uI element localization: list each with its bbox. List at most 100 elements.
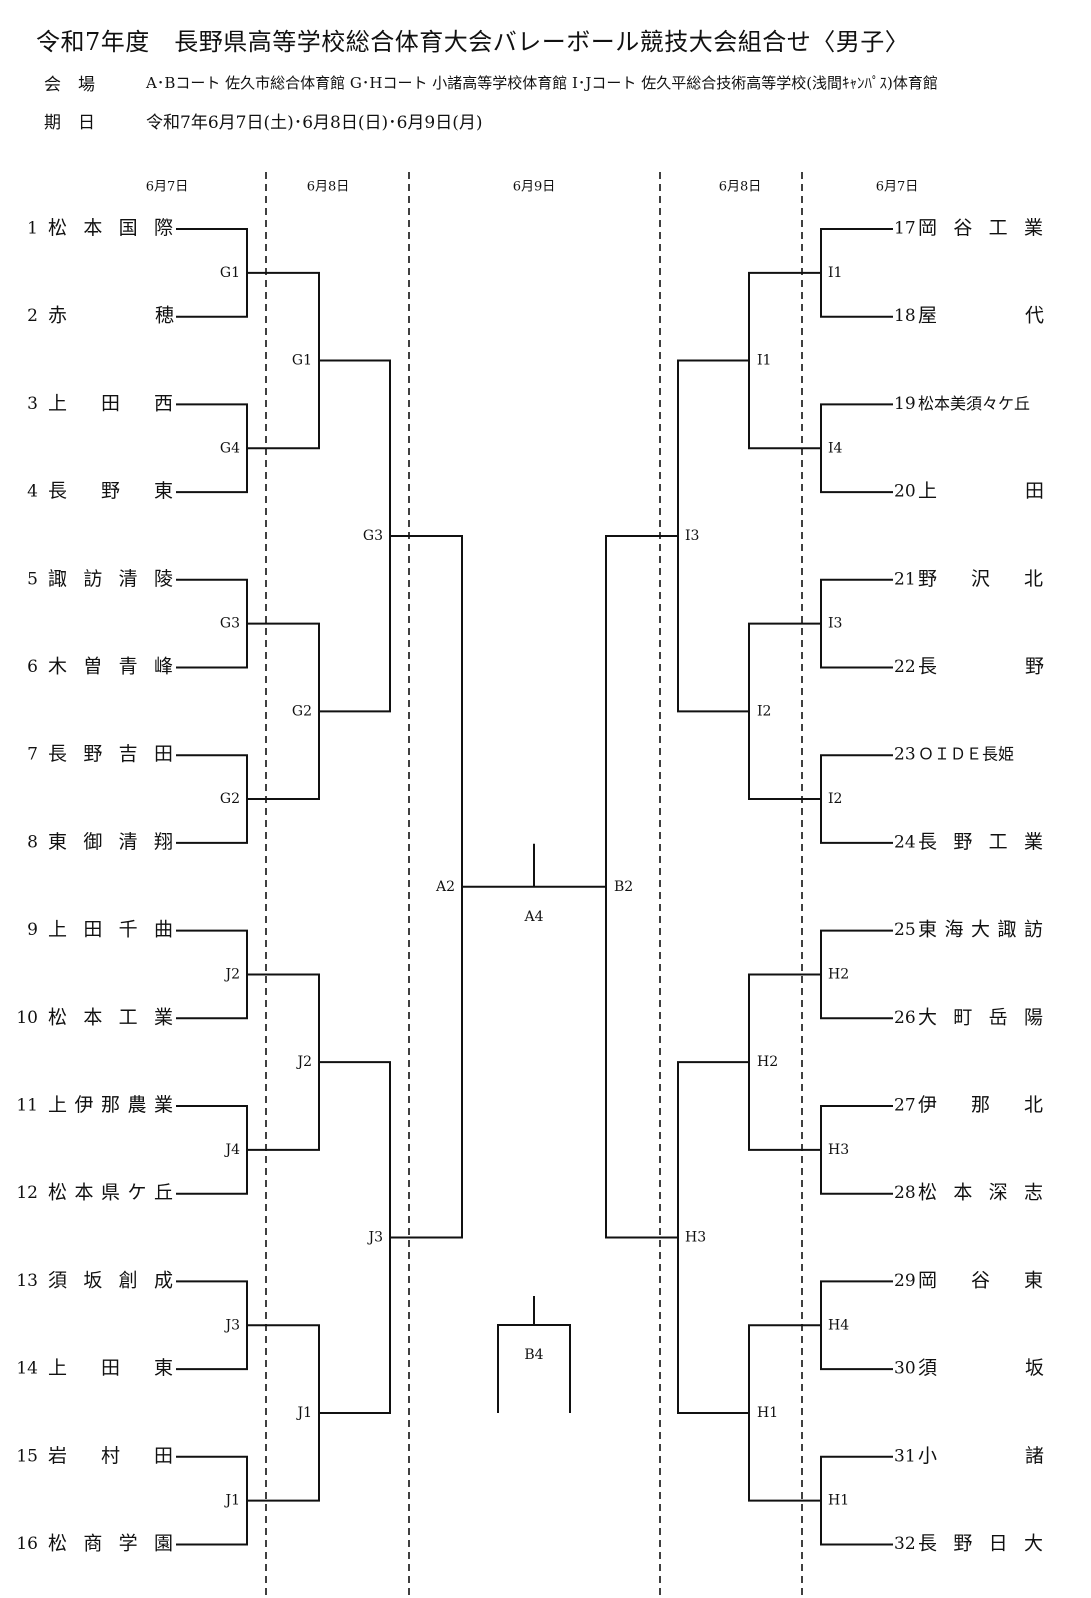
match-tag: I2 (757, 703, 771, 719)
team-name: 日 (989, 1533, 1008, 1555)
team-name: 吉 (119, 743, 138, 765)
team-number: 31 (894, 1446, 916, 1466)
match-tag: J3 (366, 1230, 383, 1246)
team-number: 18 (894, 306, 916, 326)
team-name: 工 (989, 831, 1008, 853)
team-number: 9 (27, 920, 38, 940)
team-name: 大 (971, 919, 990, 941)
team-number: 4 (27, 482, 38, 502)
team-name: 東 (154, 1357, 173, 1379)
team-number: 25 (894, 920, 916, 940)
team-name: 須 (48, 1269, 67, 1291)
match-tag: H1 (828, 1493, 849, 1509)
team-name: 谷 (971, 1269, 990, 1291)
team-name: 東 (48, 831, 67, 853)
team-name: 際 (154, 217, 173, 239)
team-number: 14 (16, 1359, 38, 1379)
team-number: 15 (16, 1446, 38, 1466)
team-name: 大 (918, 1006, 937, 1028)
team-name: 野 (953, 831, 972, 853)
match-tag: G1 (220, 265, 240, 281)
team-number: 21 (894, 569, 916, 589)
match-tag: I1 (757, 353, 771, 369)
team-name: 北 (1024, 568, 1043, 590)
match-tag: G2 (292, 703, 312, 719)
match-tag: A2 (435, 879, 455, 895)
team-name: 長 (918, 656, 937, 678)
team-name: 創 (119, 1269, 138, 1291)
match-tag: J4 (223, 1142, 240, 1158)
team-name: 西 (154, 392, 173, 414)
team-name: 諏 (48, 568, 67, 590)
team-name: 訪 (1024, 919, 1043, 941)
team-number: 30 (894, 1359, 916, 1379)
team-name: 坂 (1025, 1357, 1044, 1379)
team-name: 野 (918, 568, 937, 590)
team-name: 上 (48, 392, 67, 414)
team-name: 松 (48, 1006, 67, 1028)
match-tag: G2 (220, 791, 240, 807)
team-number: 20 (894, 482, 916, 502)
team-name: 業 (1024, 217, 1043, 239)
venue-value: A･Bコート 佐久市総合体育館 G･Hコート 小諸高等学校体育館 I･Jコート … (146, 74, 938, 92)
team-name: 松 (48, 1182, 67, 1204)
page-title: 令和7年度 長野県高等学校総合体育大会バレーボール競技大会組合せ〈男子〉 (36, 28, 910, 56)
team-number: 10 (16, 1008, 38, 1028)
team-name: 田 (83, 919, 102, 941)
match-tag: H2 (757, 1054, 778, 1070)
team-name: 木 (48, 656, 67, 678)
team-number: 5 (27, 569, 38, 589)
team-name: 屋 (918, 305, 937, 327)
team-number: 7 (27, 745, 38, 765)
team-name: 東 (918, 919, 937, 941)
team-number: 28 (894, 1183, 916, 1203)
team-number: 19 (894, 394, 916, 414)
team-name: 田 (154, 743, 173, 765)
team-name: 工 (119, 1006, 138, 1028)
team-number: 11 (16, 1096, 38, 1116)
team-number: 29 (894, 1271, 916, 1291)
match-tag: B2 (614, 879, 633, 895)
team-name: 千 (119, 919, 138, 941)
team-name: 青 (119, 656, 138, 678)
team-name: 野 (83, 743, 102, 765)
match-tag: I4 (828, 440, 843, 456)
final-tag: A4 (523, 909, 543, 925)
team-name: 陽 (1024, 1006, 1043, 1028)
team-name: 園 (154, 1533, 173, 1555)
team-name: 御 (83, 831, 102, 853)
match-tag: H4 (828, 1317, 849, 1333)
team-name: 那 (971, 1094, 990, 1116)
team-name: 業 (154, 1094, 173, 1116)
team-name: 学 (119, 1533, 138, 1555)
team-name: 那 (101, 1094, 120, 1116)
team-name: 松 (48, 217, 67, 239)
team-name: 小 (918, 1445, 937, 1467)
match-tag: J2 (295, 1054, 312, 1070)
team-number: 26 (894, 1008, 916, 1028)
team-number: 1 (27, 219, 38, 239)
team-name: 上 (48, 919, 67, 941)
team-name: 岳 (989, 1006, 1008, 1028)
team-name: 大 (1024, 1533, 1043, 1555)
team-name: 清 (119, 568, 138, 590)
team-name: 村 (101, 1445, 120, 1467)
day-header-center: 6月9日 (513, 180, 556, 195)
match-tag: J3 (223, 1317, 240, 1333)
match-tag: I3 (828, 616, 842, 632)
match-tag: J1 (295, 1405, 312, 1421)
team-name: 野 (1025, 656, 1044, 678)
date-label: 期 日 (44, 113, 95, 133)
team-name: 本 (83, 217, 102, 239)
team-number: 12 (16, 1183, 38, 1203)
team-name: 穂 (155, 305, 174, 327)
team-name: 訪 (83, 568, 102, 590)
match-tag: H3 (685, 1230, 706, 1246)
team-name: 伊 (918, 1094, 937, 1116)
team-name: 曲 (154, 919, 173, 941)
match-tag: H3 (828, 1142, 849, 1158)
team-name: 田 (154, 1445, 173, 1467)
match-tag: H2 (828, 966, 849, 982)
team-name: 長 (918, 1533, 937, 1555)
